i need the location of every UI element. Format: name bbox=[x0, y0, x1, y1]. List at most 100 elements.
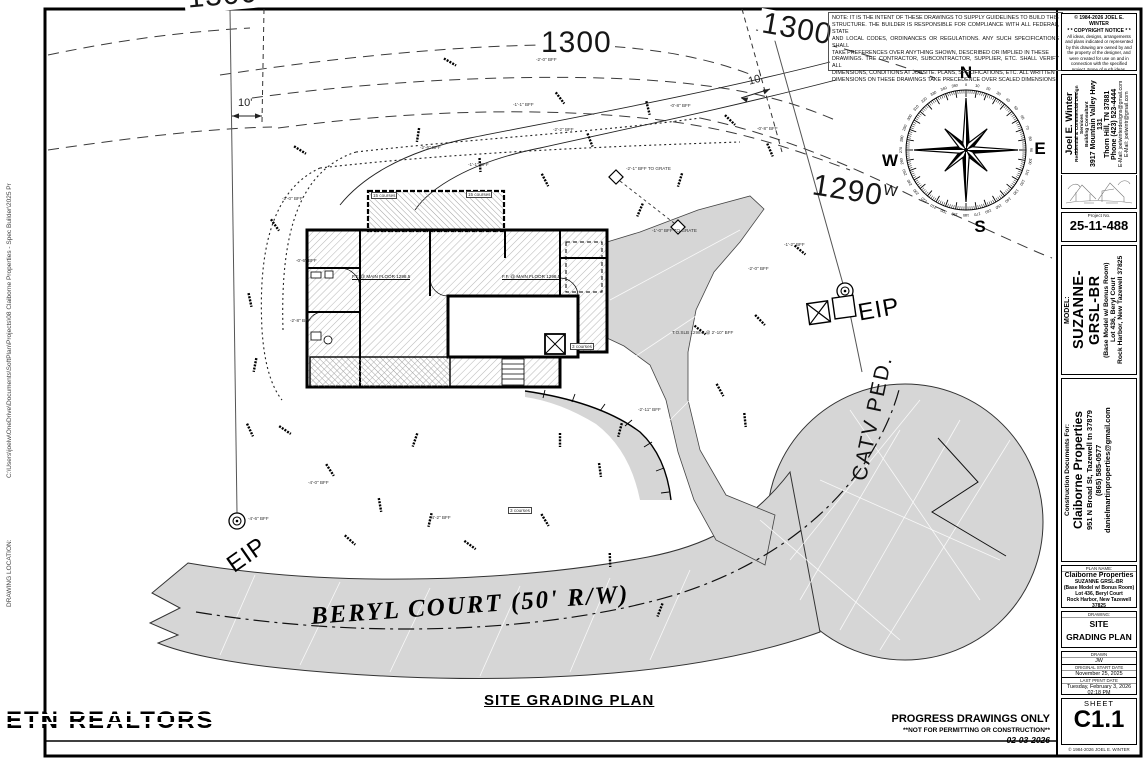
svg-text:110: 110 bbox=[1024, 169, 1030, 176]
client-box: Construction Documents For: Claiborne Pr… bbox=[1061, 378, 1137, 562]
titleblock-copyright: © 1984-2026 JOEL E. WINTER bbox=[1068, 747, 1130, 752]
svg-text:130: 130 bbox=[1012, 188, 1019, 195]
svg-text:170: 170 bbox=[974, 211, 981, 216]
disclaimer-note: NOTE: IT IS THE INTENT OF THESE DRAWINGS… bbox=[828, 12, 1063, 83]
svg-text:340: 340 bbox=[940, 86, 947, 92]
swale-lines bbox=[260, 117, 741, 401]
start-date-row: ORIGINAL START DATE November 25, 2025 bbox=[1062, 665, 1136, 678]
svg-text:160: 160 bbox=[985, 208, 992, 214]
designer-address1: 3917 Mountain Valley Hwy 131 bbox=[1090, 80, 1104, 168]
progress-stamp: PROGRESS DRAWINGS ONLY **NOT FOR PERMITT… bbox=[891, 713, 1050, 746]
catv-ped-label: CATV PED. bbox=[848, 353, 897, 483]
svg-text:230: 230 bbox=[913, 188, 920, 195]
plan-name-line2: SUZANNE GRSL-BR bbox=[1074, 579, 1124, 585]
sheet-label: SHEET bbox=[1083, 699, 1114, 708]
svg-text:330: 330 bbox=[930, 90, 937, 97]
svg-text:250: 250 bbox=[902, 169, 908, 176]
progress-line1: PROGRESS DRAWINGS ONLY bbox=[891, 713, 1050, 725]
designer-email2: E-Mail: joelwintr@gmail.com bbox=[1124, 91, 1130, 157]
site-annotation: F.F. @ MAIN FLOOR 1298.5 bbox=[352, 274, 411, 280]
svg-text:50: 50 bbox=[1013, 105, 1019, 111]
print-date-label: LAST PRINT DATE bbox=[1062, 678, 1136, 684]
site-annotation: -0'-8" BFF bbox=[757, 126, 778, 131]
svg-text:100: 100 bbox=[1027, 158, 1032, 165]
svg-text:270: 270 bbox=[899, 147, 903, 153]
designer-info-box: Joel E. Winter Residential & Commercial … bbox=[1061, 74, 1137, 174]
disclaimer-line: TAKE PREFERENCES OVER ANYTHING SHOWN, DE… bbox=[832, 49, 1049, 56]
site-annotation: -1'-2" BFF bbox=[784, 242, 805, 247]
contour-1290-value: 1290 bbox=[810, 168, 886, 213]
client-line2: (865) 585-0577 bbox=[1094, 444, 1103, 496]
site-annotation: -0'-8" BFF bbox=[670, 103, 691, 108]
plan-name-line3: (Base Model w/ Bonus Room) bbox=[1063, 585, 1135, 591]
eip-monuments bbox=[228, 282, 857, 530]
offset-dim-right: 10' bbox=[747, 72, 764, 88]
svg-text:140: 140 bbox=[1004, 196, 1011, 203]
svg-text:150: 150 bbox=[995, 203, 1002, 210]
svg-text:290: 290 bbox=[902, 124, 908, 131]
plan-name-line5: Rock Harbor, New Tazewell bbox=[1066, 597, 1132, 603]
eip-label-left: EIP bbox=[222, 532, 272, 579]
designer-phone: Phone (423) 523-4444 bbox=[1111, 88, 1118, 160]
property-lines bbox=[229, 8, 863, 514]
contour-label-1300: 1300 bbox=[538, 28, 615, 58]
house-footprint bbox=[305, 189, 672, 501]
site-annotation: -4'-0" BFF bbox=[308, 480, 329, 485]
contour-label-1300-clipped: 1300 bbox=[183, 0, 263, 15]
svg-text:350: 350 bbox=[951, 83, 958, 88]
model-line1: (Base Model w/ Bonus Room) bbox=[1103, 262, 1110, 358]
site-annotation: 15 courses bbox=[371, 192, 398, 200]
designer-address2: Thorn Hill, TN 37881 bbox=[1104, 90, 1111, 158]
designer-subtitle1: Residential & Commercial Design Services bbox=[1075, 85, 1085, 163]
road-beryl-court bbox=[148, 470, 821, 679]
slope-hatch-marks bbox=[245, 57, 807, 617]
model-line3: Rock Harbor, New Tazewell 37825 bbox=[1117, 255, 1124, 365]
copyright-notice-box: © 1984-2026 JOEL E. WINTER * * COPYRIGHT… bbox=[1061, 13, 1137, 71]
site-annotation: -2'-1" BFF TO GRATE bbox=[626, 166, 671, 171]
grate-markers bbox=[608, 169, 686, 235]
svg-text:320: 320 bbox=[921, 97, 928, 104]
client-name: Claiborne Properties bbox=[1071, 410, 1085, 530]
drawn-value: JW bbox=[1095, 658, 1103, 664]
site-annotation: -1'-1" BFF bbox=[468, 162, 489, 167]
site-annotation: -2'-0" BFF bbox=[748, 266, 769, 271]
cul-de-sac bbox=[766, 383, 1044, 661]
designer-logo-box bbox=[1061, 175, 1137, 209]
break-line bbox=[931, 437, 1007, 557]
model-name: SUZANNE-GRSL-BR bbox=[1071, 270, 1103, 350]
street-name-beryl-court: BERYL COURT (50' R/W) bbox=[310, 580, 631, 630]
client-label: Construction Documents For: bbox=[1064, 423, 1071, 517]
site-annotation: 15 courses bbox=[466, 191, 493, 199]
disclaimer-line: AND LOCAL CODES, ORDINANCES OR REGULATIO… bbox=[832, 35, 1059, 49]
sheet-number: C1.1 bbox=[1073, 706, 1125, 733]
svg-text:10: 10 bbox=[975, 84, 980, 89]
compass-s: S bbox=[974, 217, 985, 236]
site-annotation: -2'-11" BFF bbox=[638, 407, 661, 412]
contour-label-1300-right: 1300 bbox=[756, 7, 838, 51]
print-time-value: 02:18 PM bbox=[1087, 690, 1111, 695]
print-date-row: LAST PRINT DATE Tuesday, February 3, 202… bbox=[1062, 678, 1136, 695]
site-annotation: -2'-6" BFF bbox=[420, 145, 441, 150]
disclaimer-line: DIMENSIONS ON THESE DRAWINGS TAKE PRECED… bbox=[832, 77, 1058, 84]
svg-text:220: 220 bbox=[921, 196, 928, 203]
sheet-number-box: SHEET C1.1 bbox=[1061, 698, 1137, 745]
client-line1: 951 N Broad St, Tazewell tn 37879 bbox=[1085, 410, 1094, 530]
start-date-label: ORIGINAL START DATE bbox=[1062, 665, 1136, 671]
disclaimer-line: DRAWINGS. THE CONTRACTOR, SUBCONTRACTOR,… bbox=[832, 56, 1059, 70]
site-annotation: -4'-2" BFF bbox=[430, 515, 451, 520]
svg-text:300: 300 bbox=[906, 114, 913, 121]
svg-text:40: 40 bbox=[1005, 97, 1011, 103]
brand-etn-realtors: ETN REALTORS bbox=[6, 707, 215, 734]
print-date-value: Tuesday, February 3, 2026 bbox=[1066, 684, 1132, 690]
drawing-location-label: DRAWING LOCATION: bbox=[6, 539, 13, 607]
svg-text:80: 80 bbox=[1028, 136, 1033, 141]
site-annotation: -2'-2" BFF bbox=[553, 127, 574, 132]
svg-text:180: 180 bbox=[963, 213, 969, 217]
meta-box: DRAWN JW ORIGINAL START DATE November 25… bbox=[1061, 651, 1137, 695]
site-annotation: -1'-1" BFF bbox=[513, 102, 534, 107]
steps bbox=[501, 358, 525, 386]
site-annotation: -2'-8" BFF bbox=[290, 318, 311, 323]
site-annotation: T.O.SLB 1298.5 @ 2'-10" BFF bbox=[672, 330, 734, 335]
